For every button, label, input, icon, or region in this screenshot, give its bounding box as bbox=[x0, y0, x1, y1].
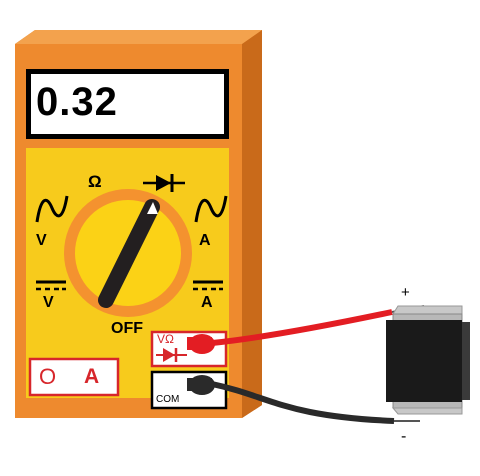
minus-polarity-label: - bbox=[401, 428, 407, 445]
ac-amps-wave-icon bbox=[194, 195, 228, 223]
ac-amps-label: A bbox=[199, 232, 211, 249]
amps-jack[interactable] bbox=[28, 357, 120, 397]
ac-volts-wave-icon bbox=[35, 195, 69, 223]
ac-volts-label: V bbox=[36, 232, 47, 249]
dc-volts-label: V bbox=[43, 294, 54, 311]
amps-jack-label: A bbox=[84, 365, 100, 388]
off-label: OFF bbox=[111, 320, 143, 337]
dc-volts-icon bbox=[36, 280, 66, 291]
red-test-lead[interactable] bbox=[211, 309, 393, 346]
dc-amps-icon bbox=[193, 280, 223, 291]
red-probe-plug[interactable] bbox=[187, 334, 215, 354]
lcd-screen bbox=[31, 74, 224, 134]
diode-icon bbox=[143, 174, 185, 192]
dc-amps-label: A bbox=[201, 294, 213, 311]
smd-diode-component[interactable] bbox=[386, 305, 470, 415]
dial-pointer[interactable] bbox=[98, 199, 160, 308]
meter-body-top bbox=[15, 30, 262, 44]
ohm-label: Ω bbox=[88, 172, 102, 191]
black-test-lead[interactable] bbox=[211, 381, 395, 424]
volt-ohm-diode-icon bbox=[156, 348, 187, 362]
black-probe-plug[interactable] bbox=[187, 375, 215, 395]
plus-polarity-label: + bbox=[401, 284, 410, 301]
com-label: COM bbox=[156, 394, 180, 405]
lcd-reading: 0.32 bbox=[36, 80, 118, 124]
meter-body-side bbox=[242, 30, 262, 418]
volt-ohm-label: VΩ bbox=[157, 332, 174, 346]
amps-jack-circle-label: O bbox=[39, 364, 57, 389]
